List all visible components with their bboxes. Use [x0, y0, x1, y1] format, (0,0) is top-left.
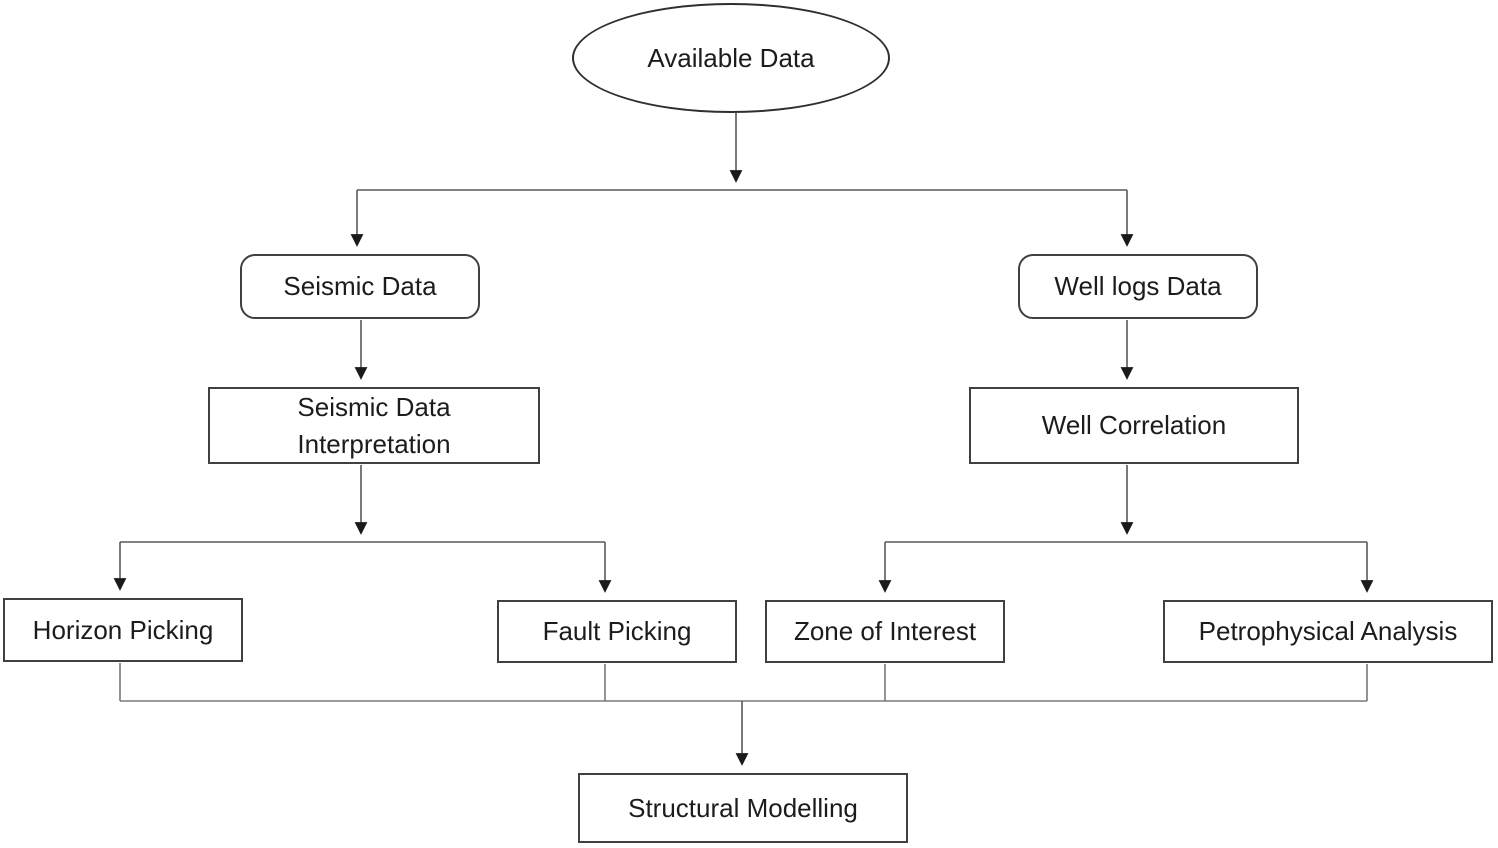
node-seismic-data-interpretation: Seismic Data Interpretation: [208, 387, 540, 464]
edge-collector-to-structural: [119, 663, 1368, 766]
edge-correlation-branch: [878, 465, 1374, 593]
node-label: Available Data: [647, 42, 815, 73]
node-label: Well Correlation: [1041, 410, 1227, 441]
node-zone-of-interest: Zone of Interest: [765, 600, 1005, 663]
node-available-data: Available Data: [572, 3, 890, 113]
node-well-correlation: Well Correlation: [969, 387, 1299, 464]
node-label: Fault Picking: [542, 616, 692, 647]
node-label: Horizon Picking: [32, 614, 214, 645]
node-structural-modelling: Structural Modelling: [578, 773, 908, 843]
edge-interpretation-branch: [113, 465, 612, 593]
node-label: Structural Modelling: [628, 792, 858, 823]
node-seismic-data: Seismic Data: [240, 254, 480, 319]
node-fault-picking: Fault Picking: [497, 600, 737, 663]
node-horizon-picking: Horizon Picking: [3, 598, 243, 662]
node-label: Petrophysical Analysis: [1198, 616, 1458, 647]
node-label: Well logs Data: [1054, 271, 1222, 302]
node-label: Zone of Interest: [793, 616, 977, 647]
node-label: Seismic Data: [283, 271, 437, 302]
node-petrophysical-analysis: Petrophysical Analysis: [1163, 600, 1493, 663]
node-well-logs-data: Well logs Data: [1018, 254, 1258, 319]
node-label: Seismic Data Interpretation: [297, 392, 451, 459]
edge-available-data-branch: [350, 113, 1134, 247]
